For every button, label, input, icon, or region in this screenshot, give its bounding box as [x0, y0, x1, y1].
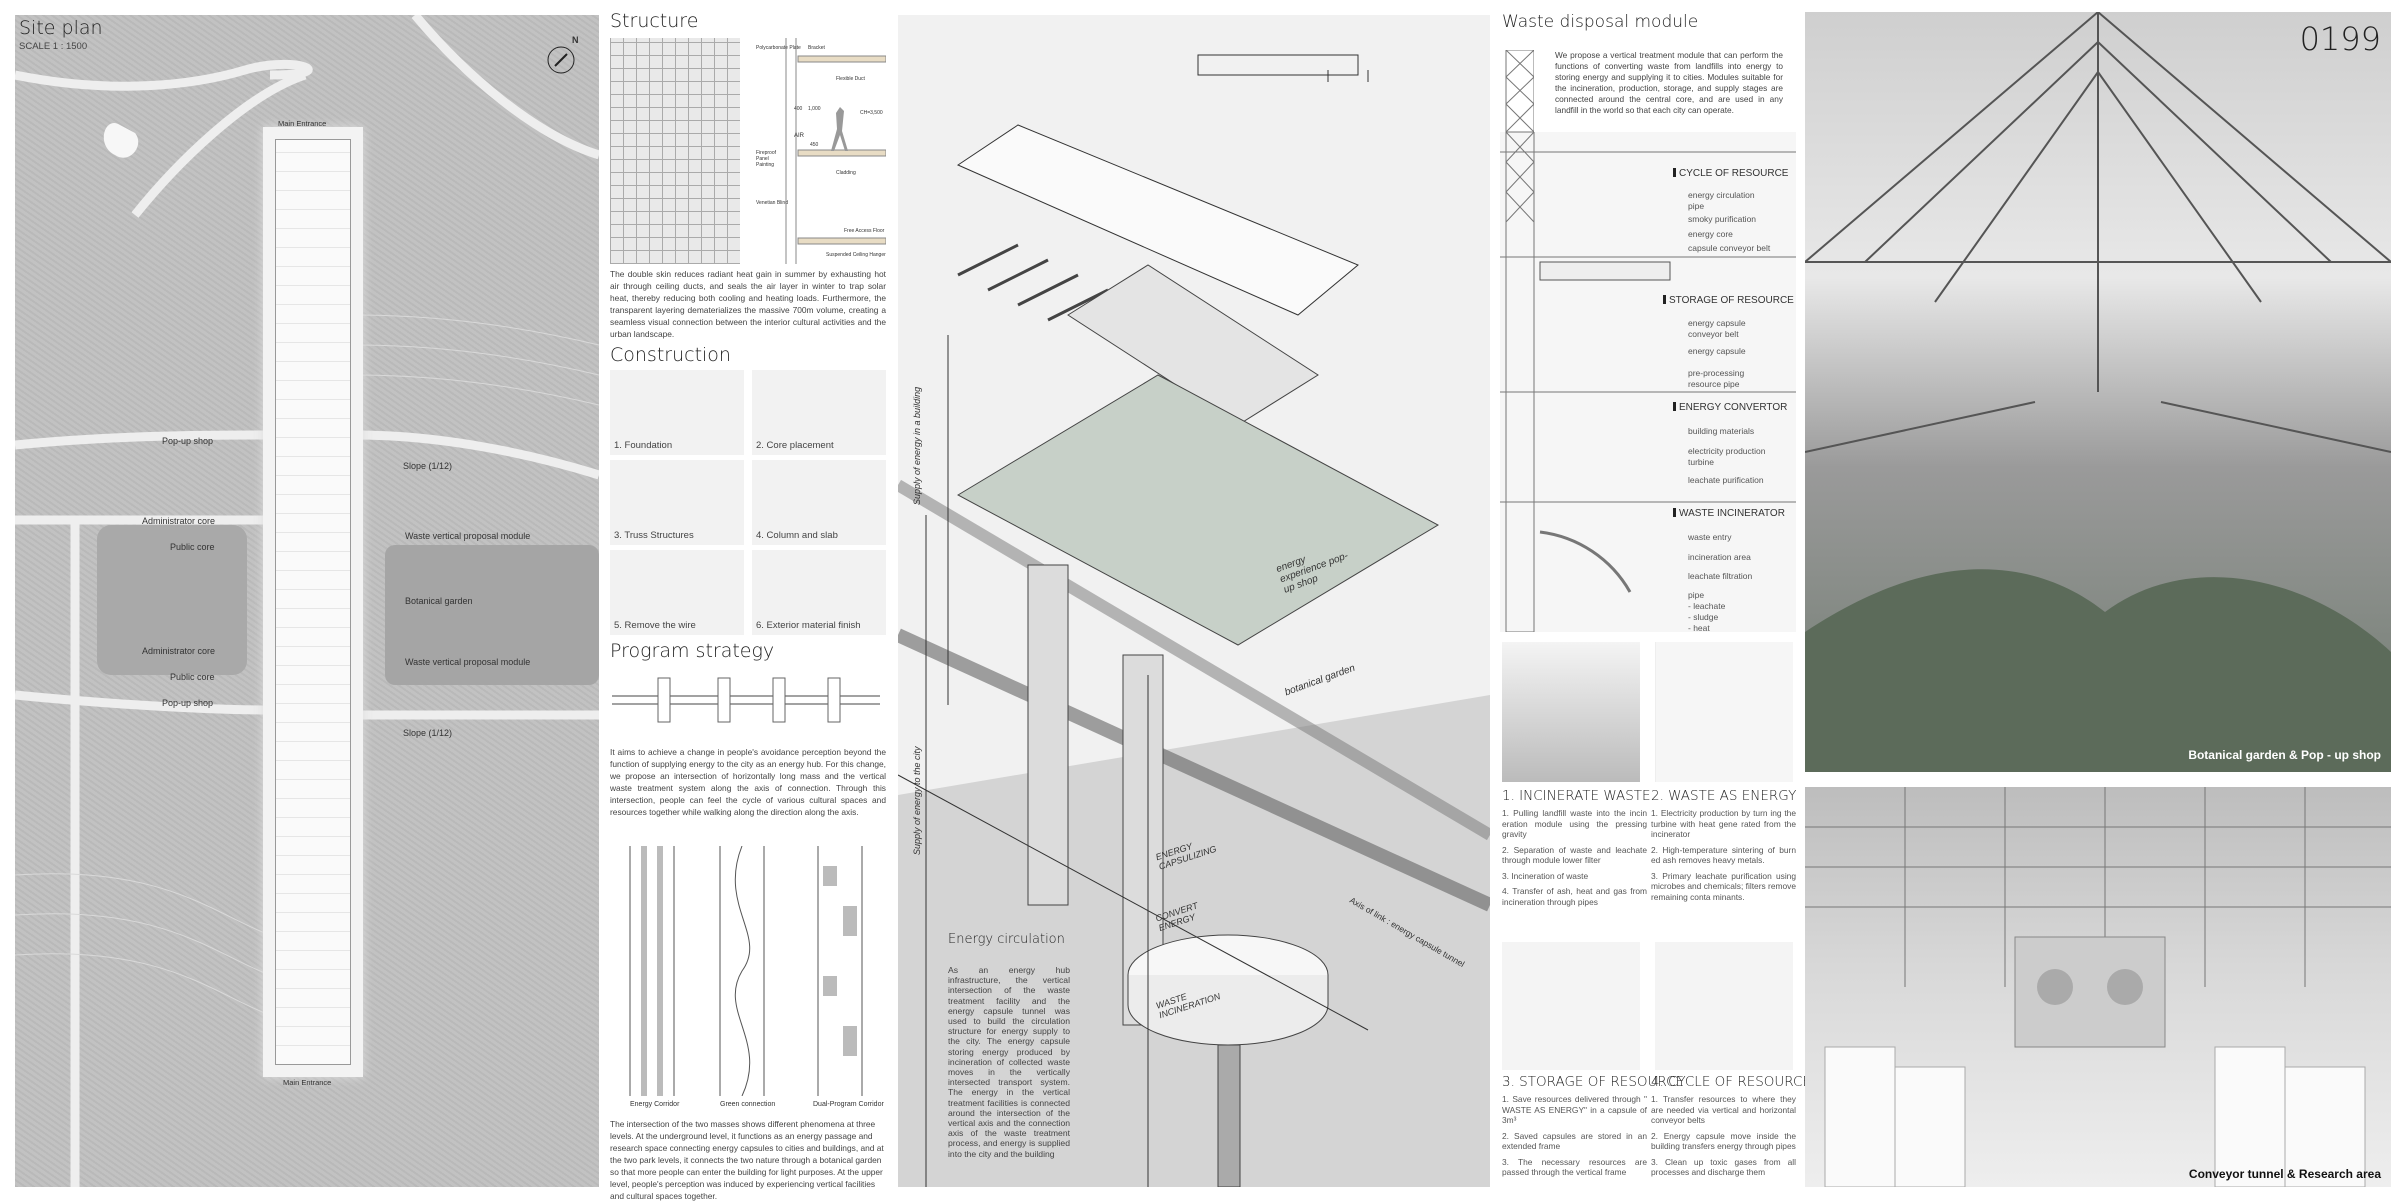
waste-truss-top	[1505, 50, 1534, 132]
construction-step: 5. Remove the wire	[610, 550, 744, 635]
section-label: Polycarbonate Plate	[756, 45, 801, 51]
waste-group-item: capsule conveyor belt	[1688, 243, 1771, 253]
section-label: 400	[794, 106, 803, 112]
storage-illustration	[1502, 942, 1640, 1070]
site-plan-title: Site plan	[19, 17, 103, 39]
construction-grid: 1. Foundation 2. Core placement 3. Truss…	[608, 370, 888, 636]
waste-group-item: energy capsule conveyor belt	[1688, 318, 1746, 339]
section-label: 450	[810, 142, 819, 148]
atrium-roof-structure	[1805, 12, 2391, 772]
program-diagram-label: Dual-Program Corridor	[813, 1101, 884, 1108]
wall-section-drawing	[785, 38, 886, 264]
construction-title: Construction	[610, 344, 731, 366]
construction-step: 6. Exterior material finish	[752, 550, 886, 635]
admin-core-label: Administrator core	[142, 516, 216, 526]
section-label: Suspended Ceiling Hanger	[826, 252, 886, 258]
waste-module-label: Waste vertical proposal module	[405, 657, 531, 667]
waste-group-item: energy core	[1688, 229, 1733, 239]
popup-shop-label: Pop-up shop	[162, 436, 214, 446]
section-label: Flexible Duct	[836, 76, 865, 82]
exploded-axonometric-drawing	[898, 54, 1490, 1187]
site-plan-panel: Site plan SCALE 1 : 1500 N Main Entrance…	[15, 15, 599, 1187]
energy-circulation-title: Energy circulation	[948, 932, 1065, 947]
waste-group-item: incineration area	[1688, 552, 1751, 562]
waste-module-section	[1500, 132, 1796, 632]
section-label: Venetian Blind	[756, 200, 788, 206]
public-core-label: Public core	[170, 542, 215, 552]
incinerate-illustration	[1502, 642, 1640, 782]
structure-title: Structure	[610, 10, 699, 32]
construction-step: 3. Truss Structures	[610, 460, 744, 545]
site-plan-scale: SCALE 1 : 1500	[19, 41, 88, 52]
program-axis-diagram	[612, 677, 880, 723]
program-diagram-label: Energy Corridor	[630, 1101, 680, 1108]
waste-title: Waste disposal module	[1502, 12, 1699, 32]
bottom-photo-caption: Conveyor tunnel & Research area	[2188, 1167, 2381, 1181]
section-label: Free Access Floor	[844, 228, 885, 234]
program-text-2: The intersection of the two masses shows…	[610, 1119, 884, 1201]
botanical-garden-label: Botanical garden	[405, 596, 473, 606]
waste-group-title: CYCLE OF RESOURCE	[1673, 168, 1788, 179]
axon-panel: Supply of energy in a building Supply of…	[898, 15, 1490, 1187]
supply-building-label: Supply of energy in a building	[912, 386, 922, 505]
board-number: 0199	[2299, 20, 2381, 58]
waste-group-item: smoky purification	[1688, 214, 1757, 224]
waste-group-item: leachate filtration	[1688, 571, 1753, 581]
popup-shop-label: Pop-up shop	[162, 698, 214, 708]
waste-module-label: Waste vertical proposal module	[405, 531, 531, 541]
energy-circulation-text: As an energy hub infrastructure, the ver…	[948, 965, 1070, 1159]
cycle-illustration	[1655, 942, 1793, 1070]
main-entrance-top-label: Main Entrance	[278, 119, 327, 128]
top-photo-caption: Botanical garden & Pop - up shop	[2188, 748, 2381, 762]
waste-group-item: electricity production turbine	[1688, 446, 1766, 467]
slope-label: Slope (1/12)	[403, 461, 453, 471]
waste-text: We propose a vertical treatment module t…	[1555, 50, 1783, 115]
waste-group-title: STORAGE OF RESOURCE	[1663, 295, 1794, 306]
program-diagrams	[629, 846, 863, 1096]
section-label: AIR	[794, 133, 805, 139]
building-plan-strip	[263, 127, 363, 1077]
program-title: Program strategy	[610, 640, 775, 662]
north-arrow-label: N	[572, 35, 579, 45]
section-label: Fireproof Panel Painting	[756, 150, 777, 168]
conveyor-tunnel-render: Conveyor tunnel & Research area	[1805, 787, 2391, 1187]
facade-image	[610, 38, 740, 264]
construction-step: 1. Foundation	[610, 370, 744, 455]
program-text: It aims to achieve a change in people's …	[610, 747, 886, 817]
public-core-label: Public core	[170, 672, 215, 682]
structure-column: Structure Polycarbonate Plate Bracket Fl…	[608, 0, 888, 1201]
section-label: CH=3,500	[860, 110, 883, 116]
waste-group-item: waste entry	[1688, 532, 1732, 542]
waste-group-title: ENERGY CONVERTOR	[1673, 402, 1787, 413]
construction-step: 4. Column and slab	[752, 460, 886, 545]
section-label: Cladding	[836, 170, 856, 176]
waste-group-item: energy circulation pipe	[1688, 190, 1755, 211]
site-plan-roads	[15, 15, 599, 1187]
waste-module-column: Waste disposal module We propose a verti…	[1500, 0, 1811, 1200]
main-entrance-bottom-label: Main Entrance	[283, 1078, 332, 1087]
admin-core-label: Administrator core	[142, 646, 216, 656]
waste-group-title: WASTE INCINERATOR	[1673, 508, 1785, 519]
energy-illustration	[1655, 642, 1793, 782]
construction-step: 2. Core placement	[752, 370, 886, 455]
waste-group-item: leachate purification	[1688, 475, 1764, 485]
section-label: Bracket	[808, 45, 825, 51]
tunnel-structure	[1805, 787, 2391, 1187]
program-diagram-label: Green connection	[720, 1101, 776, 1108]
structure-text: The double skin reduces radiant heat gai…	[610, 269, 886, 339]
waste-group-item: building materials	[1688, 426, 1755, 436]
section-label: 1,000	[808, 106, 821, 112]
waste-group-item: pipe - leachate - sludge - heat	[1688, 590, 1726, 633]
botanical-garden-render: 0199 Botanical garden & Pop - up shop	[1805, 12, 2391, 772]
supply-city-label: Supply of energy to the city	[912, 746, 922, 855]
waste-group-item: pre-processing resource pipe	[1688, 368, 1745, 389]
waste-group-item: energy capsule	[1688, 346, 1746, 356]
slope-label: Slope (1/12)	[403, 728, 453, 738]
